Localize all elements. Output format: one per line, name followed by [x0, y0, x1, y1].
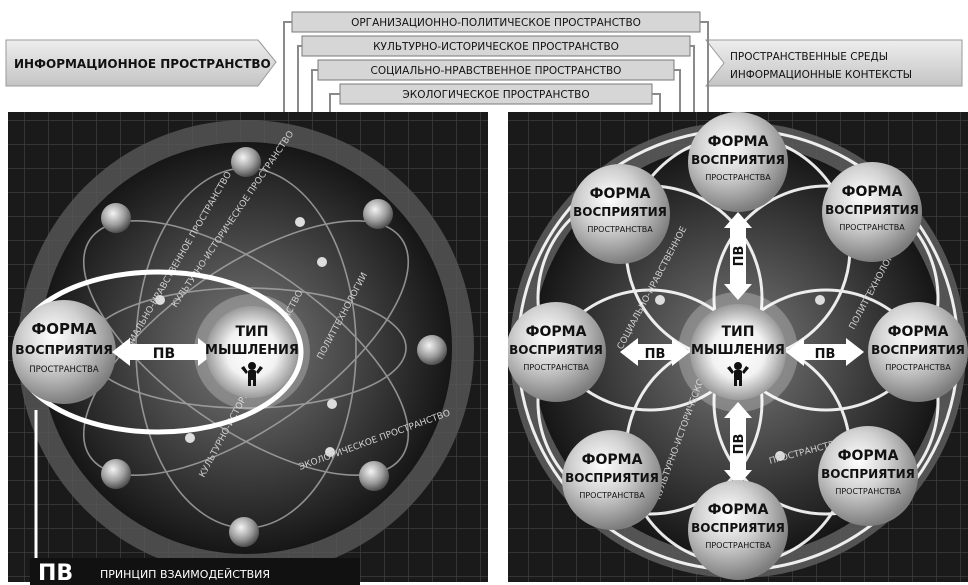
form-l1: ФОРМА: [590, 186, 651, 202]
right-think-l2: МЫШЛЕНИЯ: [691, 343, 785, 358]
left-panel: КУЛЬТУРНО-ИСТОРИЧЕСКОЕ ПРОСТРАНСТВО СОЦИ…: [8, 112, 488, 582]
form-l3: ПРОСТРАНСТВА: [839, 223, 905, 232]
right-form-node-bottom: ФОРМА ВОСПРИЯТИЯ ПРОСТРАНСТВА: [688, 480, 788, 580]
form-l2: ВОСПРИЯТИЯ: [565, 471, 659, 485]
right-form-node-lower-left: ФОРМА ВОСПРИЯТИЯ ПРОСТРАНСТВА: [562, 430, 662, 530]
legend-abbr: ПВ: [38, 561, 73, 585]
left-form-l2: ВОСПРИЯТИЯ: [15, 342, 113, 357]
environments-banner: ПРОСТРАНСТВЕННЫЕ СРЕДЫ ИНФОРМАЦИОННЫЕ КО…: [706, 40, 962, 86]
right-think-node: ТИП МЫШЛЕНИЯ: [678, 292, 798, 412]
space-box-cultural-historical: КУЛЬТУРНО-ИСТОРИЧЕСКОЕ ПРОСТРАНСТВО: [302, 36, 690, 56]
form-l1: ФОРМА: [838, 448, 899, 464]
space-box-social-moral: СОЦИАЛЬНО-НРАВСТВЕННОЕ ПРОСТРАНСТВО: [318, 60, 674, 80]
left-form-l1: ФОРМА: [31, 320, 97, 338]
environments-label-line1: ПРОСТРАНСТВЕННЫЕ СРЕДЫ: [730, 51, 888, 63]
environments-label-line2: ИНФОРМАЦИОННЫЕ КОНТЕКСТЫ: [730, 69, 912, 81]
left-think-l2: МЫШЛЕНИЯ: [205, 343, 299, 358]
form-l3: ПРОСТРАНСТВА: [705, 541, 771, 550]
right-pv-left-label: ПВ: [645, 347, 666, 362]
right-form-node-right: ФОРМА ВОСПРИЯТИЯ ПРОСТРАНСТВА: [868, 302, 968, 402]
form-l1: ФОРМА: [888, 324, 949, 340]
right-think-l1: ТИП: [722, 324, 755, 340]
space-label-social-moral: СОЦИАЛЬНО-НРАВСТВЕННОЕ ПРОСТРАНСТВО: [371, 65, 622, 77]
right-pv-right-label: ПВ: [815, 347, 836, 362]
left-form-node: ФОРМА ВОСПРИЯТИЯ ПРОСТРАНСТВА: [12, 300, 116, 404]
left-think-node: ТИП МЫШЛЕНИЯ: [194, 294, 310, 410]
form-l2: ВОСПРИЯТИЯ: [825, 203, 919, 217]
space-label-org-political: ОРГАНИЗАЦИОННО-ПОЛИТИЧЕСКОЕ ПРОСТРАНСТВО: [351, 17, 641, 29]
left-form-l3: ПРОСТРАНСТВА: [29, 365, 99, 375]
right-form-node-upper-right: ФОРМА ВОСПРИЯТИЯ ПРОСТРАНСТВА: [822, 162, 922, 262]
right-form-node-left: ФОРМА ВОСПРИЯТИЯ ПРОСТРАНСТВА: [506, 302, 606, 402]
space-label-ecological: ЭКОЛОГИЧЕСКОЕ ПРОСТРАНСТВО: [402, 89, 589, 101]
form-l3: ПРОСТРАНСТВА: [705, 173, 771, 182]
right-panel: СОЦИАЛЬНО-НРАВСТВЕННОЕ КУЛЬТУРНО-ИСТОРИЧ…: [506, 112, 968, 582]
form-l3: ПРОСТРАНСТВА: [835, 487, 901, 496]
form-l3: ПРОСТРАНСТВА: [885, 363, 951, 372]
form-l2: ВОСПРИЯТИЯ: [871, 343, 965, 357]
right-pv-up-label: ПВ: [732, 246, 747, 267]
form-l1: ФОРМА: [708, 502, 769, 518]
form-l1: ФОРМА: [526, 324, 587, 340]
left-pv-label: ПВ: [153, 346, 175, 362]
right-form-node-lower-right: ФОРМА ВОСПРИЯТИЯ ПРОСТРАНСТВА: [818, 426, 918, 526]
right-form-node-upper-left: ФОРМА ВОСПРИЯТИЯ ПРОСТРАНСТВА: [570, 164, 670, 264]
right-pv-down-label: ПВ: [732, 434, 747, 455]
form-l2: ВОСПРИЯТИЯ: [691, 521, 785, 535]
left-think-l1: ТИП: [236, 324, 269, 340]
right-form-node-top: ФОРМА ВОСПРИЯТИЯ ПРОСТРАНСТВА: [688, 112, 788, 212]
form-l3: ПРОСТРАНСТВА: [587, 225, 653, 234]
form-l2: ВОСПРИЯТИЯ: [691, 153, 785, 167]
space-box-org-political: ОРГАНИЗАЦИОННО-ПОЛИТИЧЕСКОЕ ПРОСТРАНСТВО: [292, 12, 700, 32]
info-space-banner: ИНФОРМАЦИОННОЕ ПРОСТРАНСТВО: [6, 40, 276, 86]
form-l1: ФОРМА: [708, 134, 769, 150]
form-l2: ВОСПРИЯТИЯ: [821, 467, 915, 481]
space-box-ecological: ЭКОЛОГИЧЕСКОЕ ПРОСТРАНСТВО: [340, 84, 652, 104]
form-l2: ВОСПРИЯТИЯ: [573, 205, 667, 219]
space-label-cultural-historical: КУЛЬТУРНО-ИСТОРИЧЕСКОЕ ПРОСТРАНСТВО: [373, 41, 619, 53]
form-l1: ФОРМА: [842, 184, 903, 200]
form-l1: ФОРМА: [582, 452, 643, 468]
legend-text: ПРИНЦИП ВЗАИМОДЕЙСТВИЯ: [100, 568, 270, 581]
info-space-label: ИНФОРМАЦИОННОЕ ПРОСТРАНСТВО: [14, 57, 271, 71]
form-l2: ВОСПРИЯТИЯ: [509, 343, 603, 357]
form-l3: ПРОСТРАНСТВА: [579, 491, 645, 500]
legend: ПВ ПРИНЦИП ВЗАИМОДЕЙСТВИЯ: [30, 558, 360, 585]
form-l3: ПРОСТРАНСТВА: [523, 363, 589, 372]
